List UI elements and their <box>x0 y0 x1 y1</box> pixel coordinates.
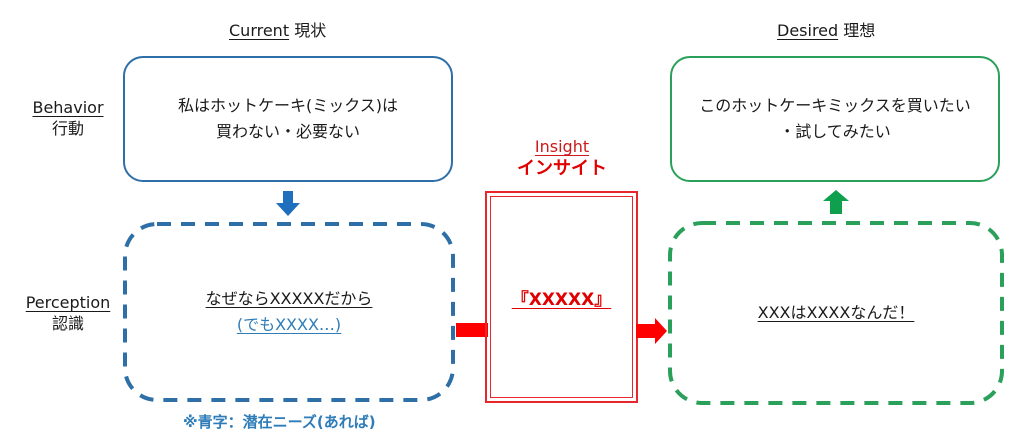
insight-box-inner: 『XXXXX』 <box>490 196 633 398</box>
insight-title: Insight インサイト <box>500 136 624 180</box>
column-heading-current-jp: 現状 <box>294 21 327 40</box>
column-heading-desired-en: Desired <box>777 21 839 40</box>
insight-title-jp: インサイト <box>517 158 607 179</box>
arrow-down-icon <box>276 191 300 216</box>
desired-perception-box: XXXはXXXXなんだ！ <box>668 221 1004 405</box>
desired-perception-line1: XXXはXXXXなんだ！ <box>757 303 915 322</box>
column-heading-current: Current 現状 <box>229 17 326 41</box>
arrow-right-icon <box>636 318 667 344</box>
row-label-perception: Perception 認識 <box>17 292 119 334</box>
column-heading-desired: Desired 理想 <box>777 17 875 41</box>
desired-behavior-box: このホットケーキミックスを買いたい ・試してみたい <box>670 56 1000 182</box>
insight-content: 『XXXXX』 <box>511 289 612 310</box>
desired-behavior-line2: ・試してみたい <box>779 122 891 141</box>
current-perception-box: なぜならXXXXXだから (でもXXXX…) <box>123 222 455 402</box>
row-label-behavior-jp: 行動 <box>51 119 84 138</box>
row-label-perception-jp: 認識 <box>51 314 84 333</box>
insight-title-en: Insight <box>534 137 590 156</box>
current-behavior-line1: 私はホットケーキ(ミックス)は <box>177 96 398 115</box>
dashed-border-green <box>668 221 1004 405</box>
row-label-behavior-en: Behavior <box>32 98 104 117</box>
row-label-perception-en: Perception <box>25 293 111 312</box>
current-perception-line1: なぜならXXXXXだから <box>205 289 373 308</box>
row-label-behavior: Behavior 行動 <box>24 97 112 139</box>
dashed-border-blue <box>123 222 455 402</box>
latent-need-note: ※青字：潜在ニーズ(あれば) <box>183 413 376 431</box>
desired-behavior-line1: このホットケーキミックスを買いたい <box>699 96 971 115</box>
current-behavior-line2: 買わない・必要ない <box>215 122 360 141</box>
current-behavior-box: 私はホットケーキ(ミックス)は 買わない・必要ない <box>123 56 453 182</box>
current-perception-line2-latent-need: (でもXXXX…) <box>236 315 342 334</box>
insight-box: 『XXXXX』 <box>485 191 638 403</box>
column-heading-desired-jp: 理想 <box>843 21 876 40</box>
arrow-up-icon <box>823 190 849 214</box>
arrow-right-icon <box>456 323 488 337</box>
column-heading-current-en: Current <box>229 21 290 40</box>
